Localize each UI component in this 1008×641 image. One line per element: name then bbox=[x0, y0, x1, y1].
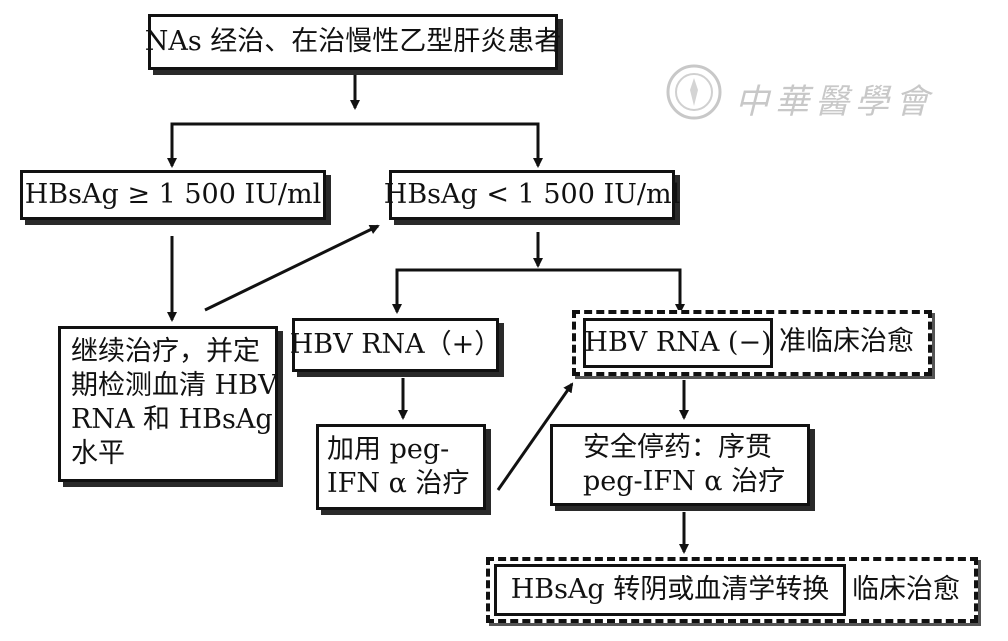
peg-add-node: 加用 peg- IFN α 治疗 bbox=[316, 424, 486, 510]
peg-add-line-2: IFN α 治疗 bbox=[327, 468, 470, 499]
continue-line-1: 继续治疗，并定 bbox=[71, 336, 260, 367]
start-node: NAs 经治、在治慢性乙型肝炎患者 bbox=[145, 14, 561, 70]
hbsag-high-node: HBsAg ≥ 1 500 IU/ml bbox=[20, 170, 326, 220]
connector-continue-low bbox=[204, 224, 380, 312]
rna-negative-node: HBV RNA (−) bbox=[583, 318, 773, 368]
rna-positive-node: HBV RNA（+） bbox=[289, 318, 502, 372]
rna-negative-label: HBV RNA (−) bbox=[584, 327, 772, 358]
safe-stop-line-2: peg-IFN α 治疗 bbox=[583, 466, 786, 497]
continue-line-2: 期检测血清 HBV bbox=[71, 370, 278, 401]
seroconversion-label: HBsAg 转阴或血清学转换 bbox=[510, 574, 830, 605]
safe-stop-node: 安全停药：序贯 peg-IFN α 治疗 bbox=[550, 424, 810, 506]
clinical-cure-label: 临床治愈 bbox=[852, 574, 960, 605]
start-node-label: NAs 经治、在治慢性乙型肝炎患者 bbox=[144, 26, 562, 57]
seal-icon bbox=[666, 64, 722, 120]
safe-stop-line-1: 安全停药：序贯 bbox=[583, 432, 772, 463]
connector-branch-1 bbox=[170, 122, 540, 162]
hbsag-low-node: HBsAg < 1 500 IU/ml bbox=[384, 170, 680, 220]
connector-branch-2 bbox=[395, 268, 682, 306]
rna-positive-label: HBV RNA（+） bbox=[289, 329, 502, 360]
continue-line-4: 水平 bbox=[71, 438, 125, 469]
near-cure-label: 准临床治愈 bbox=[779, 326, 914, 357]
watermark-text: 中華醫學會 bbox=[735, 82, 935, 122]
continue-treatment-node: 继续治疗，并定 期检测血清 HBV RNA 和 HBsAg 水平 bbox=[58, 326, 278, 482]
connector-peg-neg bbox=[496, 382, 574, 491]
hbsag-low-label: HBsAg < 1 500 IU/ml bbox=[383, 179, 681, 210]
peg-add-line-1: 加用 peg- bbox=[327, 434, 450, 465]
continue-line-3: RNA 和 HBsAg bbox=[71, 404, 273, 435]
seroconversion-node: HBsAg 转阴或血清学转换 bbox=[494, 564, 846, 616]
hbsag-high-label: HBsAg ≥ 1 500 IU/ml bbox=[24, 179, 322, 210]
